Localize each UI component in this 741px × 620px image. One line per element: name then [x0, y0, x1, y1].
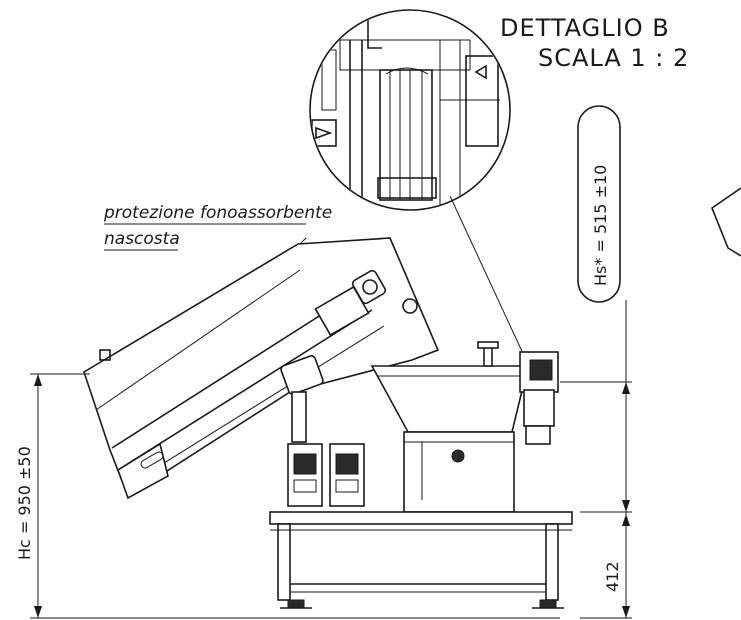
hc-dimension-label: Hc = 950 ±50	[15, 446, 34, 560]
detail-scale: SCALA 1 : 2	[538, 44, 689, 72]
bowl-feeder	[370, 341, 559, 513]
extension-lines	[30, 373, 632, 619]
note-line-1: protezione fonoassorbente	[103, 203, 332, 223]
note-line-2: nascosta	[104, 229, 180, 249]
detail-title: DETTAGLIO B	[500, 14, 670, 42]
hc-dimension: Hc = 950 ±50	[15, 374, 42, 618]
inclined-conveyor	[83, 237, 440, 500]
base-frame	[269, 511, 573, 609]
hs-dimension: Hs* = 515 ±10	[577, 105, 627, 382]
conveyor-support	[280, 355, 365, 507]
dimension-412: 412	[603, 512, 630, 618]
detail-b-circle	[309, 9, 527, 361]
dimension-412-label: 412	[603, 561, 622, 592]
partial-right-object	[711, 187, 741, 257]
hs-dimension-arrows	[622, 382, 630, 512]
note-annotation: protezione fonoassorbente nascosta	[103, 203, 332, 251]
hs-dimension-label: Hs* = 515 ±10	[591, 165, 610, 286]
